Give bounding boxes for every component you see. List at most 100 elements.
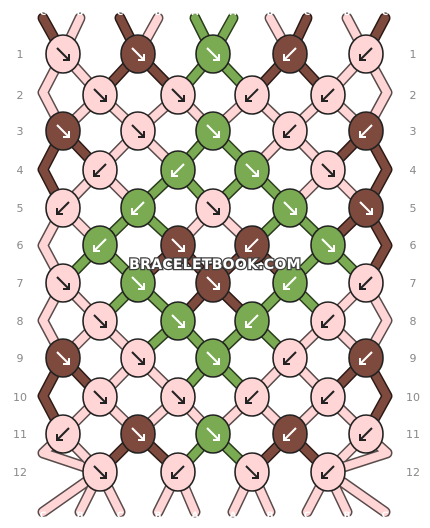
arrow-head-icon [283, 131, 290, 138]
row-number-left: 10 [13, 391, 27, 404]
arrow-down-left-icon [56, 427, 70, 441]
knot-r5-5 [348, 188, 384, 228]
arrow-down-right-icon [56, 351, 70, 365]
arrow-down-left-icon [359, 124, 373, 138]
knot-r11-4 [272, 414, 308, 454]
thread-label-bottom: C [304, 511, 311, 521]
thread-label-top: B [155, 8, 162, 18]
arrow-down-right-icon [131, 276, 145, 290]
row-number-right: 3 [410, 125, 417, 138]
thread-label-bottom: A [192, 511, 199, 521]
arrow-head-icon [245, 397, 252, 404]
arrow-head-icon [63, 131, 70, 138]
knot-r2-4 [310, 75, 346, 115]
thread-label-bottom: C [40, 511, 47, 521]
thread-label-bottom: B [155, 511, 162, 521]
knot-r11-5 [348, 414, 384, 454]
row-number-right: 2 [410, 89, 417, 102]
thread-label-top: B [77, 8, 84, 18]
knot-r10-1 [82, 377, 118, 417]
row-number-right: 8 [410, 315, 417, 328]
arrow-head-icon [252, 472, 259, 479]
thread-label-top: C [117, 8, 124, 18]
arrow-head-icon [100, 397, 107, 404]
row-number-left: 1 [17, 48, 24, 61]
arrow-head-icon [328, 170, 335, 177]
knot-r8-2 [160, 301, 196, 341]
arrow-head-icon [283, 283, 290, 290]
arrow-head-icon [178, 397, 185, 404]
arrow-down-right-icon [56, 276, 70, 290]
knot-r12-3 [234, 452, 270, 492]
arrow-down-right-icon [131, 351, 145, 365]
arrow-down-left-icon [283, 124, 297, 138]
knot-r3-5 [348, 111, 384, 151]
arrow-down-left-icon [131, 201, 145, 215]
knot-r12-2 [160, 452, 196, 492]
arrow-head-icon [213, 283, 220, 290]
thread-label-top: A [230, 8, 237, 18]
arrow-head-icon [63, 54, 70, 61]
thread-label-bottom: C [382, 511, 389, 521]
knot-r5-1 [45, 188, 81, 228]
arrow-down-left-icon [359, 47, 373, 61]
arrow-down-right-icon [206, 351, 220, 365]
row-number-right: 7 [410, 277, 417, 290]
arrow-down-right-icon [131, 124, 145, 138]
arrow-down-right-icon [171, 314, 185, 328]
arrow-down-right-icon [359, 201, 373, 215]
knot-r4-3 [234, 150, 270, 190]
arrow-down-right-icon [206, 124, 220, 138]
knot-r6-2 [160, 225, 196, 265]
knot-r10-4 [310, 377, 346, 417]
arrow-head-icon [245, 245, 252, 252]
arrow-down-right-icon [245, 465, 259, 479]
arrow-down-left-icon [245, 238, 259, 252]
arrow-head-icon [131, 208, 138, 215]
arrow-down-left-icon [283, 47, 297, 61]
knot-r1-4 [272, 34, 308, 74]
arrow-head-icon [283, 358, 290, 365]
knot-r3-2 [120, 111, 156, 151]
arrow-head-icon [178, 95, 185, 102]
knot-r10-2 [160, 377, 196, 417]
arrow-head-icon [100, 472, 107, 479]
arrow-down-right-icon [131, 427, 145, 441]
row-number-right: 9 [410, 352, 417, 365]
knot-r3-4 [272, 111, 308, 151]
knot-r1-3 [195, 34, 231, 74]
arrow-down-right-icon [171, 390, 185, 404]
row-number-left: 11 [13, 428, 27, 441]
row-number-left: 6 [17, 239, 24, 252]
arrow-head-icon [359, 283, 366, 290]
arrow-head-icon [138, 358, 145, 365]
knot-r3-3 [195, 111, 231, 151]
arrow-head-icon [213, 208, 220, 215]
arrow-down-left-icon [171, 465, 185, 479]
arrow-down-right-icon [93, 88, 107, 102]
arrow-head-icon [321, 321, 328, 328]
knot-r9-3 [195, 338, 231, 378]
arrow-head-icon [213, 54, 220, 61]
knot-r6-3 [234, 225, 270, 265]
arrow-down-right-icon [245, 163, 259, 177]
arrow-down-left-icon [321, 314, 335, 328]
knot-r9-2 [120, 338, 156, 378]
knot-r8-3 [234, 301, 270, 341]
arrow-down-left-icon [359, 351, 373, 365]
knot-r1-5 [348, 34, 384, 74]
thread-label-top: C [304, 8, 311, 18]
knot-r4-1 [82, 150, 118, 190]
row-number-left: 9 [17, 352, 24, 365]
knot-r1-2 [120, 34, 156, 74]
knot-r12-4 [310, 452, 346, 492]
arrow-head-icon [100, 321, 107, 328]
arrow-down-left-icon [283, 351, 297, 365]
knot-r2-2 [160, 75, 196, 115]
arrow-head-icon [100, 95, 107, 102]
arrow-head-icon [290, 208, 297, 215]
arrow-head-icon [178, 321, 185, 328]
